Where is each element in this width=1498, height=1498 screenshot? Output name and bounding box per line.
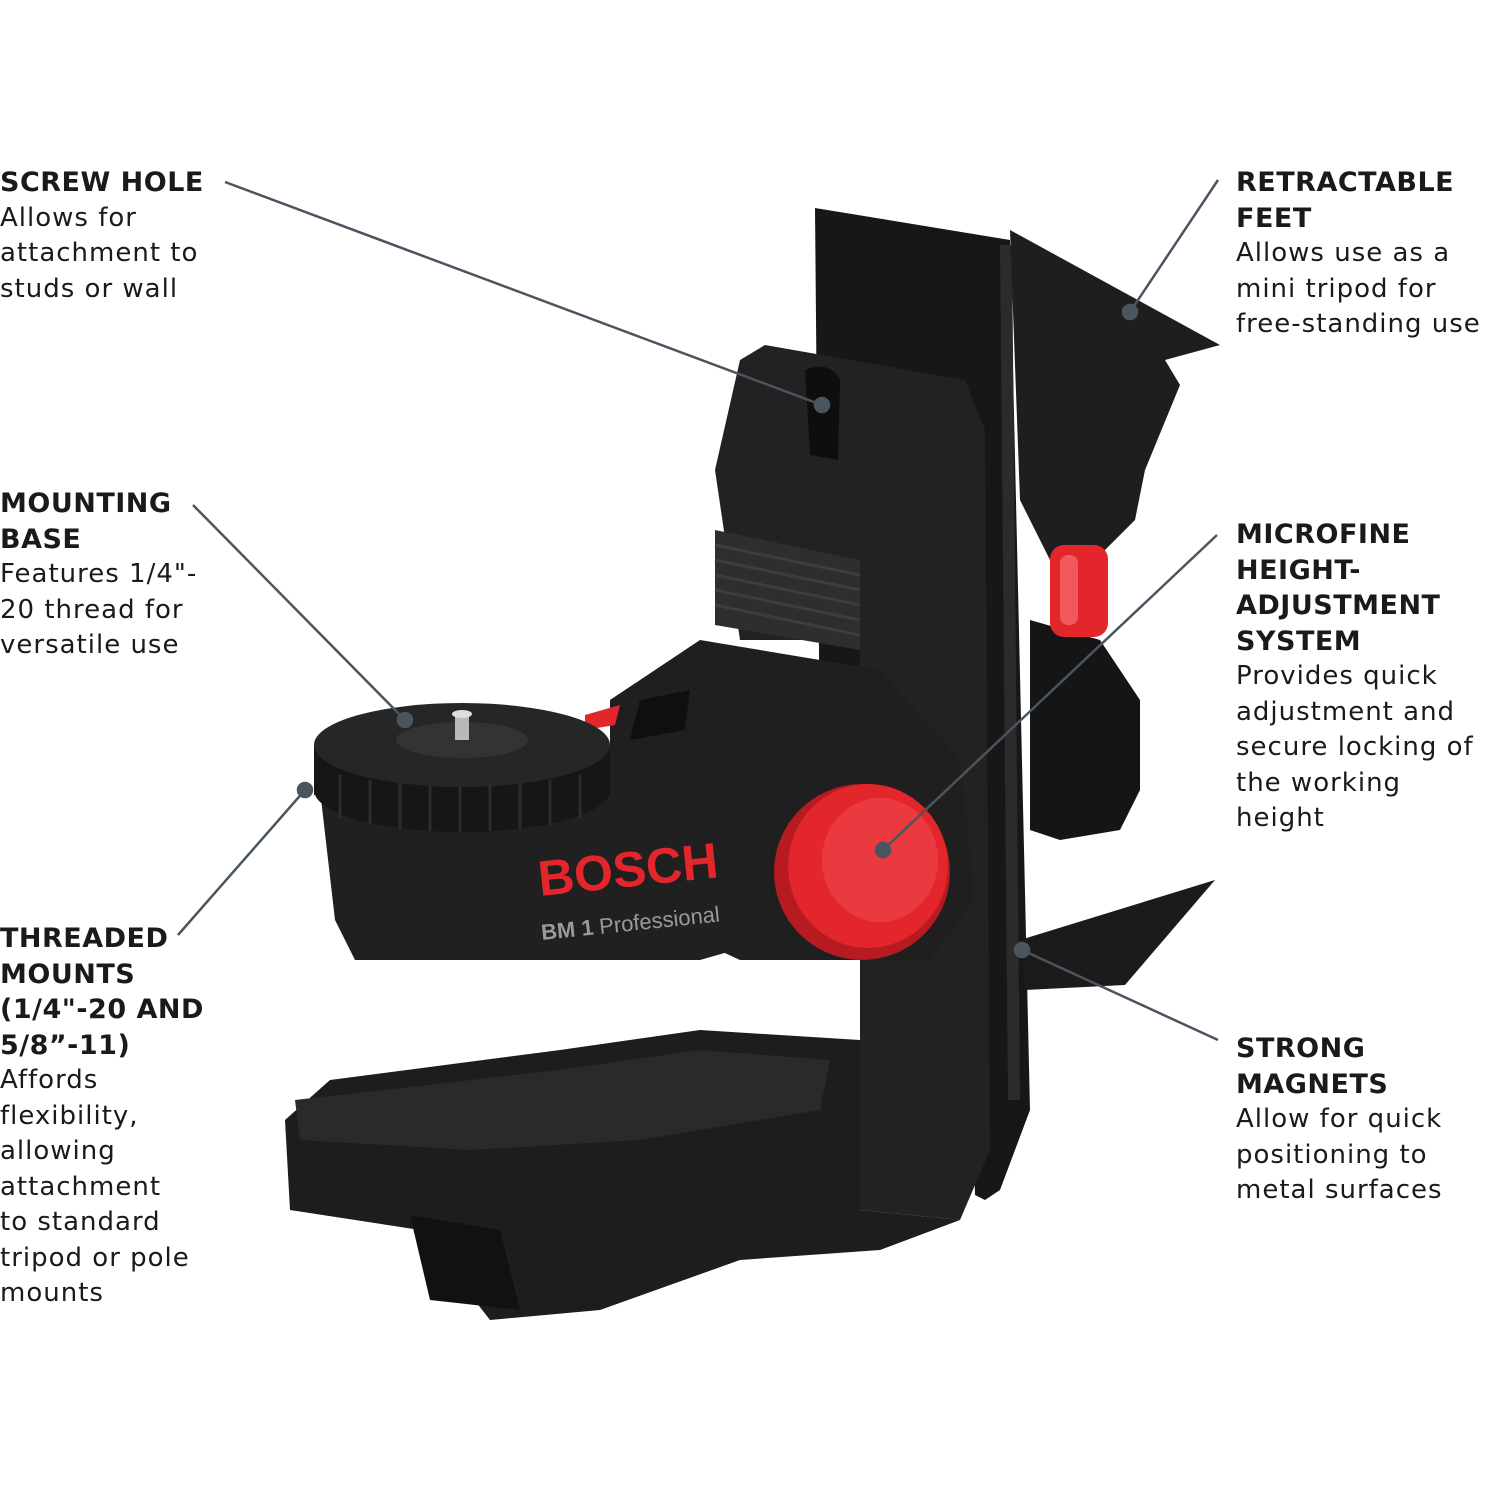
back-plate [1030, 620, 1140, 840]
screw-hole-slot [805, 366, 840, 460]
leader-retractable-feet [1128, 179, 1220, 313]
retractable-foot-upper [1010, 230, 1220, 560]
rail-groove [1000, 245, 1020, 1100]
callout-microfine-height-adjustment: MICROFINE HEIGHT- ADJUSTMENT SYSTEM Prov… [1236, 517, 1498, 837]
mount-housing [320, 790, 770, 960]
callout-strong-magnets: STRONG MAGNETS Allow for quick positioni… [1236, 1031, 1443, 1209]
callout-description: Allows for attachment to studs or wall [0, 202, 199, 304]
callout-title: STRONG MAGNETS [1236, 1033, 1389, 1100]
callout-retractable-feet: RETRACTABLE FEET Allows use as a mini tr… [1236, 165, 1481, 343]
callout-description: Affords flexibility, allowing attachment… [0, 1065, 190, 1308]
pivot-arm-slot [630, 690, 690, 740]
height-adjust-button [1050, 545, 1108, 637]
leader-dot-threaded-mounts [296, 781, 314, 799]
leader-dot-strong-magnets [1013, 941, 1031, 959]
callout-description: Features 1/4"- 20 thread for versatile u… [0, 559, 198, 660]
leader-mounting-base [192, 504, 406, 721]
pivot-arm-red-accent [585, 705, 620, 730]
callout-description: Provides quick adjustment and secure loc… [1236, 661, 1474, 833]
callout-description: Allow for quick positioning to metal sur… [1236, 1104, 1443, 1205]
leader-strong-magnets [1021, 948, 1219, 1042]
callout-screw-hole: SCREW HOLE Allows for attachment to stud… [0, 165, 204, 307]
leader-microfine [882, 534, 1218, 851]
callout-title: THREADED MOUNTS (1/4"-20 AND 5/8”-11) [0, 923, 204, 1061]
leader-dot-screw-hole [813, 396, 831, 414]
callout-title: MOUNTING BASE [0, 488, 172, 555]
callout-title: MICROFINE HEIGHT- ADJUSTMENT SYSTEM [1236, 519, 1441, 657]
locking-knob-face [822, 798, 938, 922]
model-name: BM 1 [540, 915, 595, 945]
clamp-base-pad [410, 1215, 520, 1310]
retractable-foot-lower [1020, 880, 1215, 990]
clamp-base-top [295, 1050, 830, 1150]
mounting-screw-cap [452, 710, 472, 718]
callout-mounting-base: MOUNTING BASE Features 1/4"- 20 thread f… [0, 486, 197, 664]
callout-title: SCREW HOLE [0, 167, 204, 198]
leader-threaded-mounts [177, 789, 306, 936]
callout-title: RETRACTABLE FEET [1236, 167, 1455, 234]
callout-threaded-mounts: THREADED MOUNTS (1/4"-20 AND 5/8”-11) Af… [0, 921, 204, 1312]
mounting-screw [455, 712, 469, 740]
leader-screw-hole [224, 180, 823, 407]
callout-description: Allows use as a mini tripod for free-sta… [1236, 238, 1481, 339]
height-adjust-button-highlight [1060, 555, 1078, 625]
leader-dot-mounting-base [396, 711, 414, 729]
leader-dot-microfine [874, 841, 892, 859]
leader-dot-retractable-feet [1121, 303, 1139, 321]
